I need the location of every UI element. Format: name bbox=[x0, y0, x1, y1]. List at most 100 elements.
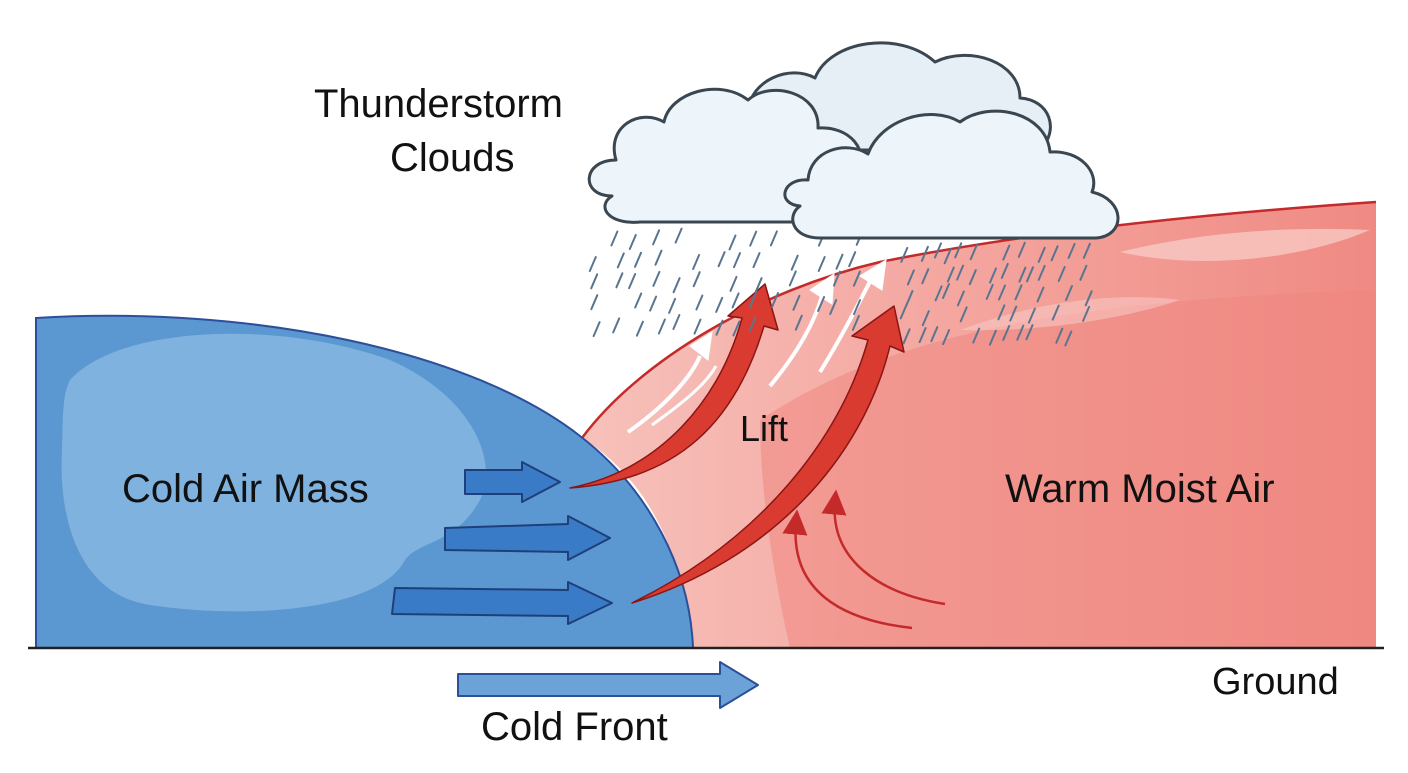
updraft-arrows bbox=[626, 259, 887, 434]
rain-streak bbox=[829, 299, 838, 315]
warm-flow-arrow bbox=[782, 509, 913, 630]
rain-streak bbox=[588, 256, 597, 272]
cold-front-arrow bbox=[457, 661, 759, 709]
rain-streaks bbox=[588, 227, 1093, 347]
rain-streak bbox=[817, 296, 826, 312]
thunderstorm-clouds bbox=[587, 41, 1120, 240]
rain-streak bbox=[672, 314, 681, 330]
rain-streak bbox=[1079, 264, 1088, 281]
rain-streak bbox=[616, 252, 625, 269]
rain-streak bbox=[674, 227, 683, 244]
rain-streak bbox=[729, 275, 738, 292]
rain-streak bbox=[997, 304, 1006, 321]
rain-streak bbox=[988, 329, 997, 346]
rain-streak bbox=[1027, 307, 1036, 324]
rain-streak bbox=[752, 252, 761, 269]
rain-streak bbox=[771, 292, 779, 308]
rain-streak bbox=[853, 299, 861, 316]
rain-streak bbox=[590, 273, 599, 290]
blue-push-arrow bbox=[464, 461, 561, 503]
rain-streak bbox=[733, 252, 741, 269]
rain-streak bbox=[817, 256, 826, 272]
rain-streak bbox=[1026, 266, 1034, 283]
rain-streak bbox=[989, 267, 997, 284]
ground-label: Ground bbox=[1212, 661, 1339, 703]
warm-flow-arrow bbox=[821, 489, 946, 606]
rain-streak bbox=[985, 283, 994, 300]
rain-streak bbox=[695, 294, 704, 311]
cold-front-label: Cold Front bbox=[481, 705, 668, 749]
rain-streak bbox=[972, 327, 981, 344]
rain-streak bbox=[715, 296, 724, 313]
rain-streak bbox=[1014, 284, 1023, 301]
rain-streak bbox=[1051, 304, 1060, 321]
rain-streak bbox=[835, 253, 844, 270]
rain-streak bbox=[749, 230, 758, 247]
rain-streak bbox=[794, 314, 803, 331]
rain-streak bbox=[1000, 262, 1009, 279]
rain-streak bbox=[848, 251, 857, 268]
rain-streak bbox=[998, 284, 1006, 301]
blue-push-arrow bbox=[391, 581, 613, 625]
rain-streak bbox=[590, 294, 599, 311]
rain-streak bbox=[732, 320, 741, 337]
cloud-right bbox=[783, 109, 1120, 240]
rain-streak bbox=[956, 290, 965, 307]
rain-streak bbox=[1037, 246, 1046, 263]
rain-streak bbox=[769, 230, 778, 247]
updraft-arrow bbox=[651, 365, 718, 427]
rain-streak bbox=[672, 277, 681, 294]
rain-streak bbox=[1016, 324, 1025, 341]
rain-streak bbox=[921, 268, 930, 285]
cold-air-mass-label: Cold Air Mass bbox=[122, 467, 369, 511]
rain-streak bbox=[1037, 264, 1046, 281]
cold-air-core bbox=[61, 333, 486, 612]
rain-streak bbox=[634, 251, 642, 268]
rain-streak bbox=[1002, 325, 1011, 341]
warm-air-mass bbox=[580, 200, 1377, 648]
rain-streak bbox=[652, 270, 661, 287]
rain-streak bbox=[969, 244, 978, 261]
rain-streak bbox=[1084, 290, 1093, 307]
rain-streak bbox=[790, 254, 799, 271]
rain-streak bbox=[920, 245, 929, 262]
rain-streak bbox=[942, 283, 950, 299]
rain-streak bbox=[1018, 266, 1027, 283]
rain-streak bbox=[1009, 305, 1018, 322]
rain-streak bbox=[692, 271, 701, 288]
rain-streak bbox=[1082, 305, 1091, 322]
rain-streak bbox=[692, 254, 701, 270]
rain-streak bbox=[946, 266, 955, 283]
rain-streak bbox=[615, 272, 624, 289]
rain-streak bbox=[635, 320, 644, 337]
rain-streak bbox=[943, 248, 952, 265]
cold-air-mass bbox=[35, 314, 695, 649]
rain-streak bbox=[900, 246, 909, 263]
rain-streak bbox=[1025, 324, 1034, 341]
rain-streak bbox=[1036, 286, 1045, 303]
title-line-1: Thunderstorm bbox=[314, 82, 563, 126]
rain-streak bbox=[906, 269, 915, 286]
rain-streak bbox=[905, 290, 914, 306]
rain-streak bbox=[1017, 241, 1026, 258]
lift-label: Lift bbox=[740, 408, 789, 449]
rain-streak bbox=[1082, 242, 1091, 259]
updraft-arrow-tip bbox=[689, 330, 713, 361]
rain-streak bbox=[1065, 285, 1073, 301]
warm-moist-air-label: Warm Moist Air bbox=[1005, 467, 1275, 511]
rain-streak bbox=[959, 306, 968, 323]
cold-air-push-arrows bbox=[391, 461, 613, 625]
rain-streak bbox=[851, 314, 860, 331]
rain-streak bbox=[612, 317, 621, 334]
rain-streak bbox=[592, 321, 601, 338]
rain-streak bbox=[610, 230, 619, 247]
rain-streak bbox=[942, 329, 951, 346]
rain-streak bbox=[918, 327, 927, 344]
updraft-arrow bbox=[626, 355, 702, 434]
rain-streak bbox=[748, 292, 757, 309]
blue-push-arrow bbox=[444, 515, 611, 561]
rain-streak bbox=[788, 270, 797, 287]
updraft-arrow-tip bbox=[859, 259, 887, 291]
rain-streak bbox=[657, 318, 666, 335]
